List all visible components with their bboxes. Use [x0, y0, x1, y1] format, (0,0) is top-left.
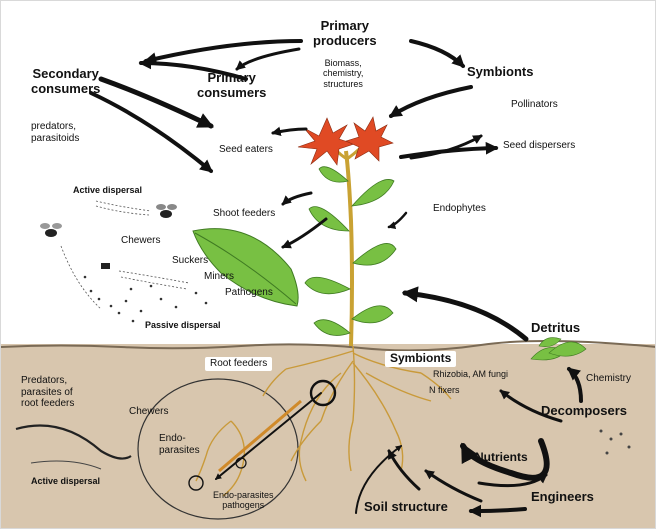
label-predators-parasitoids: predators, parasitoids [31, 121, 79, 144]
label-nutrients: Nutrients [475, 451, 528, 465]
label-predators-root-feeders: Predators, parasites of root feeders [21, 375, 74, 410]
label-suckers: Suckers [172, 255, 208, 267]
label-detritus: Detritus [531, 321, 580, 336]
label-active-dispersal-soil: Active dispersal [31, 476, 100, 486]
label-chewers-soil: Chewers [129, 406, 168, 418]
label-n-fixers: N fixers [429, 385, 460, 395]
label-endo-parasites-pathogens: Endo-parasites pathogens [213, 490, 274, 511]
label-biomass: Biomass, chemistry, structures [323, 58, 363, 89]
label-endophytes: Endophytes [433, 203, 486, 215]
label-secondary-consumers: Secondary consumers [31, 67, 100, 97]
label-engineers: Engineers [531, 490, 594, 505]
label-endo-parasites: Endo- parasites [159, 433, 200, 456]
label-seed-dispersers: Seed dispersers [503, 140, 575, 152]
insect-top [156, 204, 177, 218]
label-decomposers: Decomposers [541, 404, 627, 419]
label-seed-eaters: Seed eaters [219, 144, 273, 156]
label-am-fungi: Rhizobia, AM fungi [433, 369, 508, 379]
label-active-dispersal-top: Active dispersal [73, 185, 142, 195]
label-miners: Miners [204, 271, 234, 283]
label-chewers-top: Chewers [121, 235, 160, 247]
insect-left [40, 223, 62, 237]
label-shoot-feeders: Shoot feeders [213, 208, 275, 220]
label-pollinators: Pollinators [511, 99, 558, 111]
label-soil-structure: Soil structure [364, 500, 448, 515]
label-symbionts-soil: Symbionts [385, 351, 456, 367]
label-pathogens: Pathogens [225, 287, 273, 299]
passive-dispersal-dots [84, 276, 208, 323]
dispersal-trails [61, 201, 189, 309]
label-passive-dispersal: Passive dispersal [145, 320, 221, 330]
label-primary-consumers: Primary consumers [197, 71, 266, 101]
label-primary-producers: Primary producers [313, 19, 377, 49]
label-symbionts-top: Symbionts [467, 65, 533, 80]
label-chemistry: Chemistry [586, 373, 631, 385]
insect-middle [101, 263, 110, 269]
label-root-feeders: Root feeders [205, 357, 272, 371]
